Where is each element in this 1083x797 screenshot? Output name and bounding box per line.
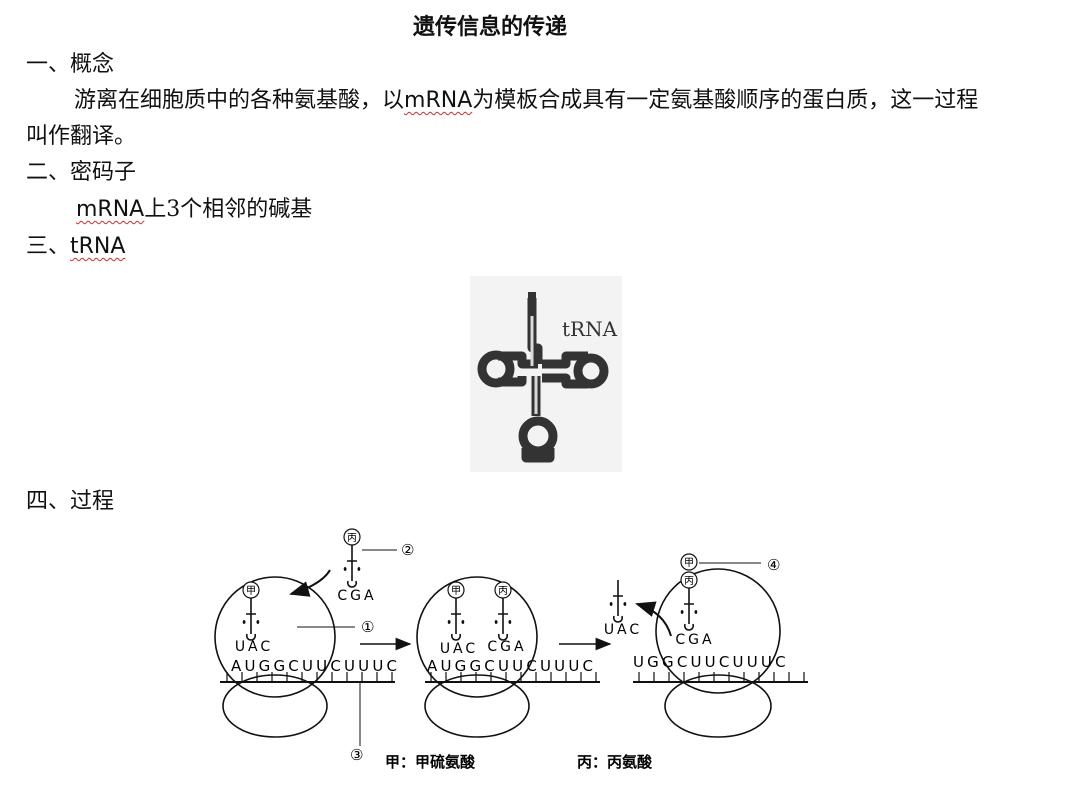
- section-heading-concept: 一、概念: [26, 52, 115, 77]
- codon-definition-text: 上3个相邻的碱基: [144, 197, 313, 222]
- trna-chain-3: 甲 丙 CGA ④: [675, 553, 780, 648]
- amino-acid-jia-label-2: 甲: [451, 586, 461, 597]
- label-mark-1: ①: [361, 618, 374, 636]
- translation-process-diagram: 甲 UAC 丙 CGA ② ① AUGGCUUCUUUC ③: [214, 528, 808, 771]
- amino-acid-bing-label-3: 丙: [684, 576, 694, 587]
- mrna-ticks-3: [638, 672, 805, 682]
- mrna-sequence-1: AUGGCUUCUUUC: [231, 657, 400, 675]
- anticodon-cga-3: CGA: [675, 632, 714, 648]
- label-mark-3: ③: [350, 746, 363, 764]
- exit-arrow: [635, 601, 672, 637]
- amino-acid-bing-label-2: 丙: [498, 586, 508, 597]
- anticodon-uac-2: UAC: [440, 641, 478, 657]
- mrna-term: mRNA: [404, 88, 473, 113]
- legend-alanine: 丙：丙氨酸: [577, 753, 653, 771]
- trna-structure-figure: tRNA: [470, 276, 622, 472]
- entry-arrow: [289, 569, 331, 597]
- trna-acceptor-end: [528, 292, 536, 314]
- trna-heading-prefix: 三、: [26, 234, 71, 259]
- amino-acid-jia-label-3: 甲: [684, 558, 694, 569]
- codon-definition: mRNA上3个相邻的碱基: [76, 197, 312, 223]
- ribosome-small-subunit-2: [424, 674, 530, 738]
- concept-line-1: 游离在细胞质中的各种氨基酸，以mRNA为模板合成具有一定氨基酸顺序的蛋白质，这一…: [74, 88, 978, 114]
- ribosome-large-subunit-3: [655, 568, 781, 694]
- ribosome-small-subunit-3: [664, 674, 772, 738]
- amino-acid-bing-label: 丙: [347, 533, 357, 544]
- codon-mrna-term: mRNA: [76, 197, 145, 222]
- amino-acid-jia-label: 甲: [246, 586, 256, 597]
- anticodon-uac-released: UAC: [604, 622, 642, 638]
- ribosome-large-subunit-2: [416, 576, 538, 698]
- mrna-ticks-2: [430, 672, 597, 682]
- ribosome-stage-2: 甲 UAC 丙 CGA AUGGCUUCUUUC: [416, 576, 600, 738]
- ribosome-large-subunit: [214, 576, 336, 698]
- trna-released: UAC: [604, 579, 642, 638]
- trna-bing-incoming: 丙 CGA ②: [337, 528, 414, 604]
- ribosome-small-subunit: [222, 674, 328, 738]
- label-mark-2: ②: [401, 541, 414, 559]
- anticodon-uac: UAC: [235, 639, 273, 655]
- legend-methionine: 甲：甲硫氨酸: [385, 753, 476, 771]
- page-title: 遗传信息的传递: [413, 14, 568, 40]
- mrna-sequence-2: AUGGCUUCUUUC: [427, 657, 596, 675]
- trna-heading-term: tRNA: [70, 234, 126, 259]
- trna-jia-1: 甲 UAC: [235, 581, 273, 655]
- ribosome-stage-3: 甲 丙 CGA ④ UGGCUUCUUUC: [633, 553, 808, 738]
- trna-figure-label: tRNA: [562, 317, 618, 341]
- section-heading-trna: 三、tRNA: [26, 234, 125, 260]
- anticodon-cga: CGA: [337, 588, 376, 604]
- section-heading-process: 四、过程: [26, 489, 115, 514]
- trna-jia-2: 甲 UAC: [440, 581, 478, 657]
- concept-line-2: 叫作翻译。: [26, 124, 137, 149]
- mrna-ticks-1: [226, 672, 393, 682]
- anticodon-cga-2: CGA: [487, 639, 526, 655]
- trna-inner-strand: [530, 316, 538, 414]
- concept-text-pre: 游离在细胞质中的各种氨基酸，以: [74, 88, 405, 113]
- trna-bing-2: 丙 CGA: [487, 581, 526, 655]
- mrna-sequence-3: UGGCUUCUUUC: [633, 653, 789, 671]
- label-mark-4: ④: [767, 556, 780, 574]
- ribosome-stage-1: 甲 UAC 丙 CGA ② ① AUGGCUUCUUUC ③: [214, 528, 414, 764]
- concept-text-post: 为模板合成具有一定氨基酸顺序的蛋白质，这一过程: [472, 88, 979, 113]
- section-heading-codon: 二、密码子: [26, 160, 137, 185]
